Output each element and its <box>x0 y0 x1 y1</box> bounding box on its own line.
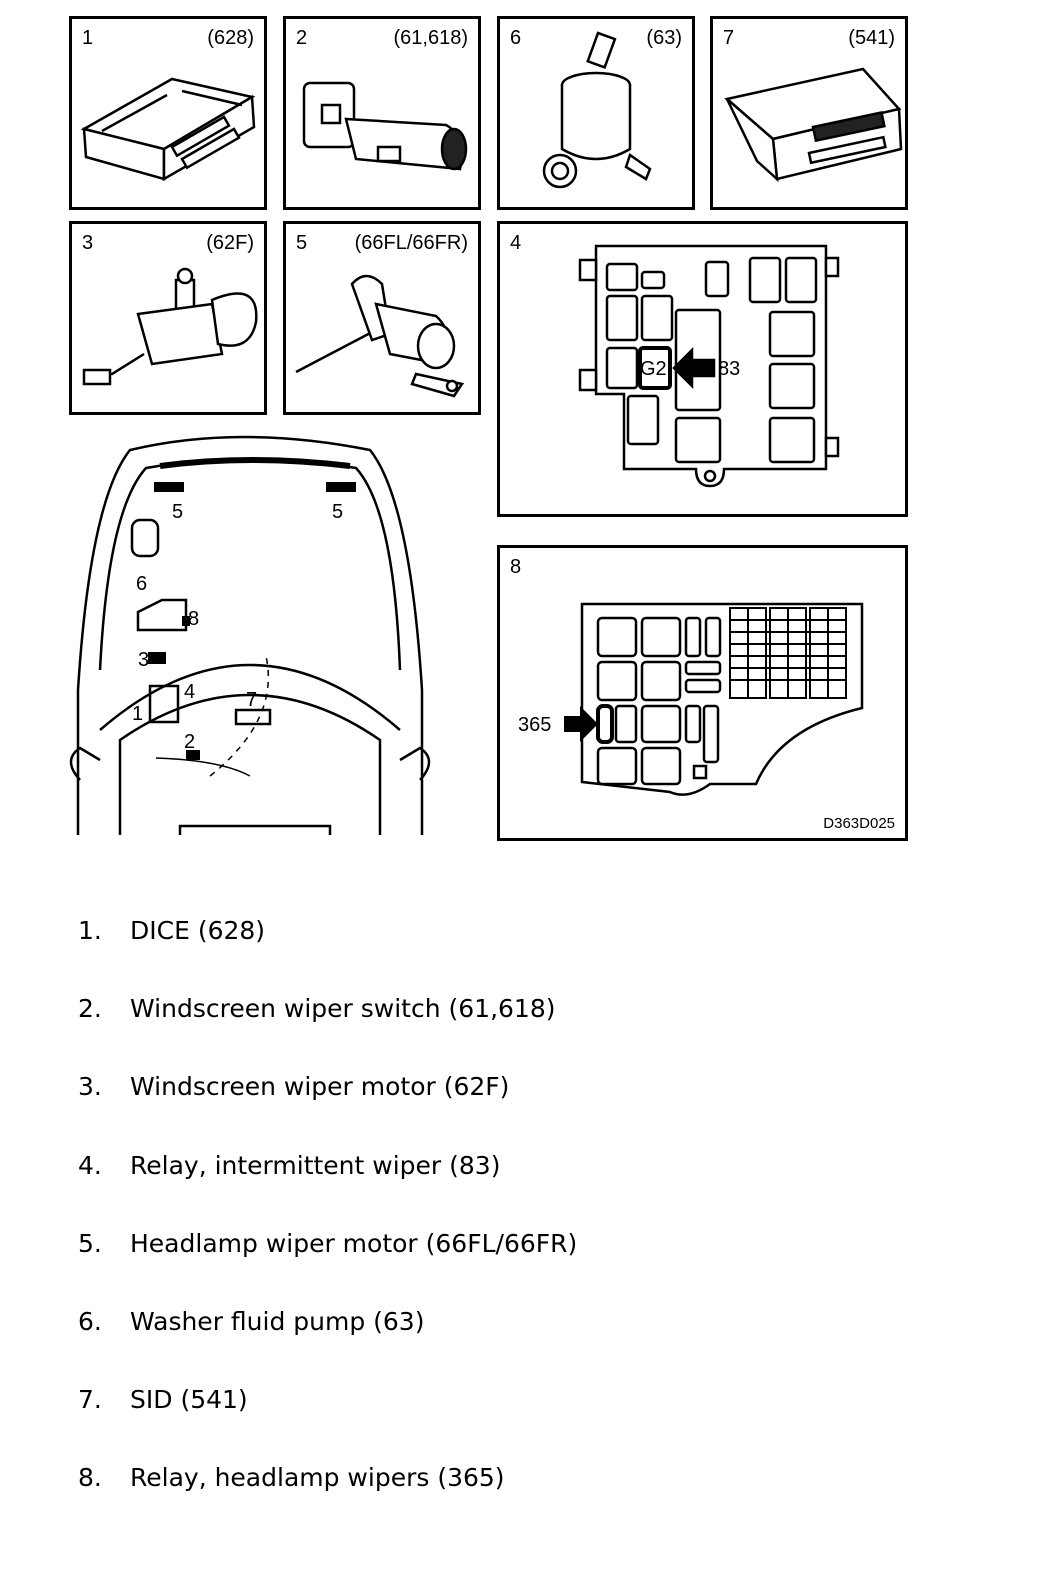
legend-text: Windscreen wiper switch (61,618) <box>130 994 556 1024</box>
legend-number: 8. <box>78 1463 102 1493</box>
legend-number: 2. <box>78 994 102 1024</box>
wiper-switch-illustration <box>302 81 468 171</box>
panel-washer-pump: 6 (63) <box>497 16 695 210</box>
legend-item: 2. Windscreen wiper switch (61,618) <box>78 986 577 1064</box>
legend-text: DICE (628) <box>130 916 266 945</box>
legend-number: 4. <box>78 1150 102 1180</box>
callout-7: 7 <box>246 689 257 711</box>
panel-headlamp-wiper-motor: 5 (66FL/66FR) <box>283 221 481 415</box>
relay-box-4-diagram <box>578 244 840 488</box>
legend-number: 3. <box>78 1072 102 1102</box>
callout-6: 6 <box>136 573 147 595</box>
panel-number: 6 <box>510 27 522 49</box>
legend-text: Washer fluid pump (63) <box>130 1306 425 1336</box>
wiper-motor-illustration <box>82 267 258 386</box>
fuse-pointer-label: 365 <box>518 714 552 736</box>
legend-item: 8. Relay, headlamp wipers (365) <box>78 1455 577 1533</box>
relay-pointer-label: 83 <box>718 358 741 380</box>
legend-item: 5. Headlamp wiper motor (66FL/66FR) <box>78 1221 577 1299</box>
panel-number: 4 <box>510 232 522 254</box>
panel-code: (66FL/66FR) <box>354 232 468 254</box>
panel-number: 2 <box>296 27 308 49</box>
panel-wiper-switch: 2 (61,618) <box>283 16 481 210</box>
panel-sid: 7 (541) <box>710 16 908 210</box>
callout-1: 1 <box>132 703 143 725</box>
windscreen-outline <box>99 663 401 731</box>
legend-text: Windscreen wiper motor (62F) <box>130 1072 510 1102</box>
legend-item: 3. Windscreen wiper motor (62F) <box>78 1064 577 1142</box>
panel-relay-box-4: 4 G2 83 <box>497 221 908 517</box>
callout-5-right: 5 <box>332 501 343 523</box>
panel-wiper-motor: 3 (62F) <box>69 221 267 415</box>
legend-item: 1. DICE (628) <box>78 908 577 986</box>
sid-unit-illustration <box>724 67 903 183</box>
legend-number: 1. <box>78 916 102 945</box>
panel-number: 3 <box>82 232 94 254</box>
fuse-box-8-diagram <box>564 602 864 796</box>
legend-text: SID (541) <box>130 1385 248 1415</box>
headlamp-wiper-motor-illustration <box>295 274 465 398</box>
panel-code: (61,618) <box>393 27 469 49</box>
callout-4: 4 <box>184 681 195 703</box>
car-overview-diagram: 5 5 6 8 3 4 1 7 2 <box>69 435 431 835</box>
panel-dice: 1 (628) <box>69 16 267 210</box>
panel-number: 1 <box>82 27 94 49</box>
legend-text: Headlamp wiper motor (66FL/66FR) <box>130 1228 578 1258</box>
panel-code: (628) <box>207 27 254 49</box>
component-legend: 1. DICE (628) 2. Windscreen wiper switch (… <box>78 908 577 1534</box>
panel-number: 7 <box>723 27 735 49</box>
legend-item: 6. Washer fluid pump (63) <box>78 1299 577 1377</box>
legend-text: Relay, headlamp wipers (365) <box>130 1463 505 1493</box>
relay-slot-label: G2 <box>640 358 667 380</box>
panel-code: (541) <box>848 27 895 49</box>
panel-code: (62F) <box>206 232 254 254</box>
legend-number: 6. <box>78 1306 102 1336</box>
panel-code: (63) <box>646 27 682 49</box>
panel-fuse-box-8: 8 <box>497 545 908 841</box>
figure-id: D363D025 <box>823 815 895 832</box>
callout-8: 8 <box>188 608 199 630</box>
dice-unit-illustration <box>80 77 256 182</box>
legend-item: 4. Relay, intermittent wiper (83) <box>78 1143 577 1221</box>
car-body-outline <box>76 435 424 835</box>
panel-number: 5 <box>296 232 308 254</box>
washer-pump-illustration <box>542 31 652 189</box>
callout-2: 2 <box>184 731 195 753</box>
legend-number: 7. <box>78 1385 102 1415</box>
legend-text: Relay, intermittent wiper (83) <box>130 1150 501 1180</box>
legend-number: 5. <box>78 1228 102 1258</box>
callout-3: 3 <box>138 649 149 671</box>
panel-number: 8 <box>510 556 522 578</box>
callout-5-left: 5 <box>172 501 183 523</box>
legend-item: 7. SID (541) <box>78 1377 577 1455</box>
